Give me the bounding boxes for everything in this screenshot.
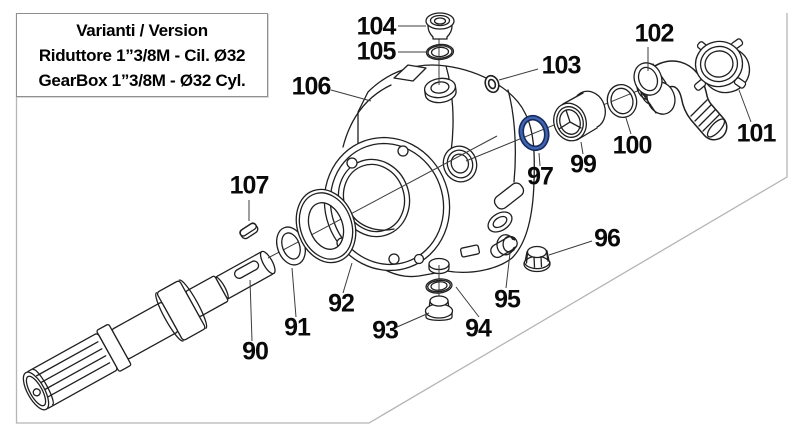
washer-94 bbox=[425, 278, 453, 294]
part-label-93: 93 bbox=[372, 316, 399, 345]
variant-title: Varianti / Version bbox=[76, 20, 208, 40]
filler-port-boss bbox=[423, 77, 457, 104]
part-label-102: 102 bbox=[634, 19, 675, 48]
part-label-99: 99 bbox=[570, 150, 597, 179]
seal-ring-91 bbox=[276, 226, 306, 266]
part-label-95: 95 bbox=[494, 285, 521, 314]
part-label-92: 92 bbox=[328, 289, 355, 318]
washer-105 bbox=[425, 43, 455, 61]
valve-insert-99 bbox=[553, 90, 606, 142]
part-label-101: 101 bbox=[736, 119, 777, 148]
washer-103 bbox=[484, 74, 500, 94]
plug-93 bbox=[424, 295, 454, 322]
side-port-boss bbox=[442, 145, 478, 183]
part-label-100: 100 bbox=[612, 131, 653, 160]
variant-frame bbox=[15, 13, 788, 424]
seal-ring-92 bbox=[295, 188, 357, 264]
pto-shaft bbox=[22, 250, 276, 411]
variant-info-box: Varianti / Version Riduttore 1”3/8M - Ci… bbox=[16, 13, 268, 97]
ring-nut-101 bbox=[693, 38, 751, 94]
oring-100 bbox=[606, 83, 638, 119]
hex-plug-96 bbox=[523, 245, 551, 273]
oring-97-blue bbox=[518, 114, 550, 152]
part-label-97: 97 bbox=[527, 162, 554, 191]
part-label-104: 104 bbox=[356, 12, 397, 41]
elbow-fitting-102 bbox=[633, 60, 728, 141]
part-label-103: 103 bbox=[541, 51, 582, 80]
part-label-106: 106 bbox=[291, 72, 332, 101]
oring-97-band bbox=[518, 114, 550, 152]
shaft-key bbox=[239, 222, 259, 240]
variant-line-en: GearBox 1”3/8M - Ø32 Cyl. bbox=[38, 70, 246, 90]
part-label-105: 105 bbox=[356, 37, 397, 66]
part-label-96: 96 bbox=[594, 224, 621, 253]
part-label-107: 107 bbox=[229, 171, 270, 200]
variant-line-it: Riduttore 1”3/8M - Cil. Ø32 bbox=[38, 45, 246, 65]
breather-cap-104 bbox=[425, 12, 455, 40]
leader-lines bbox=[248, 25, 752, 342]
part-label-90: 90 bbox=[242, 337, 269, 366]
part-label-94: 94 bbox=[465, 314, 492, 343]
part-label-91: 91 bbox=[284, 313, 311, 342]
